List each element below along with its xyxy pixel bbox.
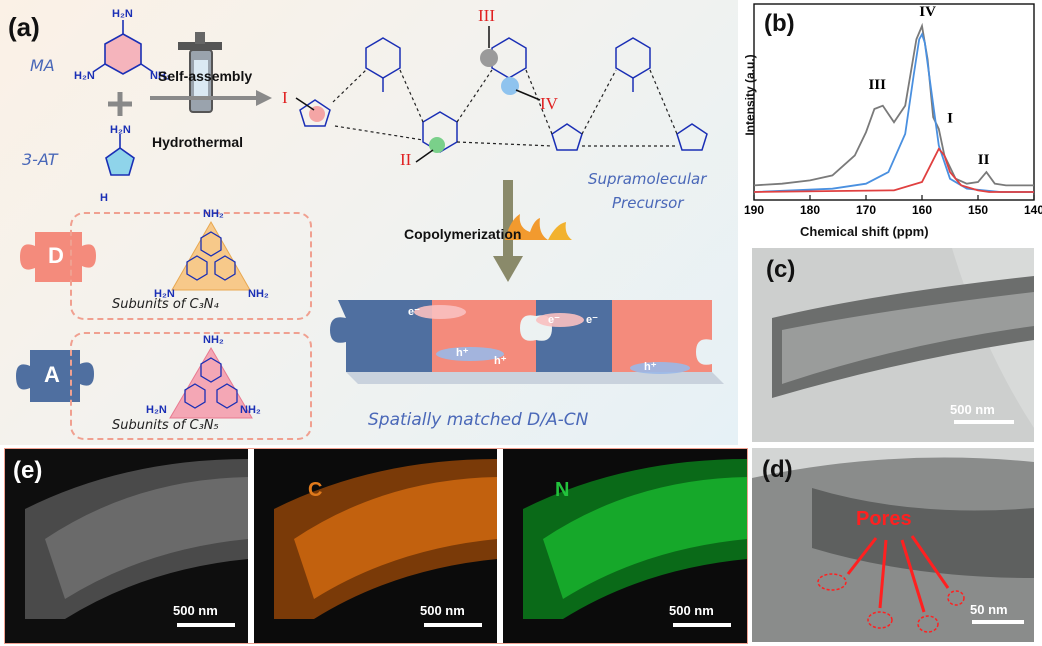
nmr-ylabel: Intensity (a.u.) <box>743 35 757 155</box>
site-i-label: I <box>282 88 288 108</box>
copolymerization-label: Copolymerization <box>404 226 521 242</box>
nmr-series-group <box>754 26 1034 192</box>
site-iv-marker <box>501 77 519 95</box>
nitrogen-label: N <box>555 479 569 502</box>
nmr-ticks-group: 190 180 170 160 150 140 <box>744 195 1042 217</box>
scale-label-e1: 500 nm <box>173 603 218 618</box>
site-pointers <box>296 26 540 162</box>
nmr-tick-label: 150 <box>968 203 988 217</box>
c3n5-subunit-label: Subunits of C₃N₅ <box>112 418 219 433</box>
da-cn-strip <box>330 300 724 384</box>
scale-bar-e1 <box>177 623 235 627</box>
nmr-peak-label: IV <box>919 4 936 20</box>
site-ii-label: II <box>400 150 411 170</box>
nmr-frame <box>754 4 1034 200</box>
plus-icon <box>108 92 132 116</box>
ma-nh2-left: H₂N <box>74 70 95 82</box>
nmr-series-line-2 <box>754 149 1034 192</box>
nitrogen-map: N 500 nm <box>503 449 747 643</box>
nmr-peak-label: I <box>947 110 953 126</box>
carbon-label: C <box>308 479 322 502</box>
tem-image-d: (d) Pores 50 nm <box>752 448 1034 642</box>
scale-label-d: 50 nm <box>970 602 1008 617</box>
haadf-image: (e) 500 nm <box>5 449 248 643</box>
self-assembly-label: Self-assembly <box>158 68 252 84</box>
electron-1: e⁻ <box>408 305 420 318</box>
scale-bar-d <box>972 620 1024 624</box>
nmr-tick-label: 160 <box>912 203 932 217</box>
aminotriazole-molecule <box>106 134 134 175</box>
acceptor-letter: A <box>44 362 60 388</box>
supramolecular-network <box>300 38 707 152</box>
eds-panel: (e) 500 nm C 500 nm N 500 nm <box>4 448 748 644</box>
precursor-label: Precursor <box>612 194 684 212</box>
electron-2: e⁻ <box>548 313 560 326</box>
panel-label-c: (c) <box>766 256 795 284</box>
matched-label: Spatially matched D/A-CN <box>368 410 588 430</box>
electron-3: e⁻ <box>586 313 598 326</box>
scale-label-e2: 500 nm <box>420 603 465 618</box>
site-iii-marker <box>480 49 498 67</box>
at-label: 3-AT <box>22 150 58 169</box>
tem-image-c: (c) 500 nm <box>752 248 1034 442</box>
hole-3: h⁺ <box>644 360 657 373</box>
ma-label: MA <box>30 56 55 75</box>
nmr-tick-label: 170 <box>856 203 876 217</box>
pores-label: Pores <box>856 508 912 531</box>
melamine-molecule <box>93 20 153 74</box>
c3n5-nh2-right: NH₂ <box>240 404 261 416</box>
nmr-peak-label: III <box>868 77 886 93</box>
hydrothermal-label: Hydrothermal <box>152 134 243 150</box>
c3n4-nh2-right: NH₂ <box>248 288 269 300</box>
nmr-tick-label: 180 <box>800 203 820 217</box>
ma-nh2-top: H₂N <box>112 8 133 20</box>
scale-bar-e3 <box>673 623 731 627</box>
site-iii-label: III <box>478 6 495 26</box>
panel-label-a: (a) <box>8 12 40 43</box>
nmr-peak-label: II <box>978 152 990 168</box>
c3n5-nh2-top: NH₂ <box>203 334 224 346</box>
panel-label-e: (e) <box>13 457 42 485</box>
scale-bar-c <box>954 420 1014 424</box>
supramolecular-label: Supramolecular <box>588 170 706 188</box>
nmr-tick-label: 140 <box>1024 203 1042 217</box>
carbon-map: C 500 nm <box>254 449 497 643</box>
hole-1: h⁺ <box>456 346 469 359</box>
nmr-xlabel: Chemical shift (ppm) <box>800 224 929 239</box>
at-h: H <box>100 192 108 204</box>
scale-label-c: 500 nm <box>950 402 995 417</box>
scheme-panel: (a) MA 3-AT H₂N NH₂ H₂N H₂N H Self-assem… <box>0 0 738 445</box>
nmr-series-line-1 <box>754 34 1034 192</box>
hole-2: h⁺ <box>494 354 507 367</box>
scale-label-e3: 500 nm <box>669 603 714 618</box>
c3n4-subunit-label: Subunits of C₃N₄ <box>112 297 219 312</box>
scale-bar-e2 <box>424 623 482 627</box>
at-nh2: H₂N <box>110 124 131 136</box>
panel-label-d: (d) <box>762 456 793 484</box>
nmr-tick-label: 190 <box>744 203 764 217</box>
donor-letter: D <box>48 243 64 269</box>
site-iv-label: IV <box>540 94 558 114</box>
panel-label-b: (b) <box>764 10 795 38</box>
c3n5-h2n: H₂N <box>146 404 167 416</box>
c3n4-nh2-top: NH₂ <box>203 208 224 220</box>
